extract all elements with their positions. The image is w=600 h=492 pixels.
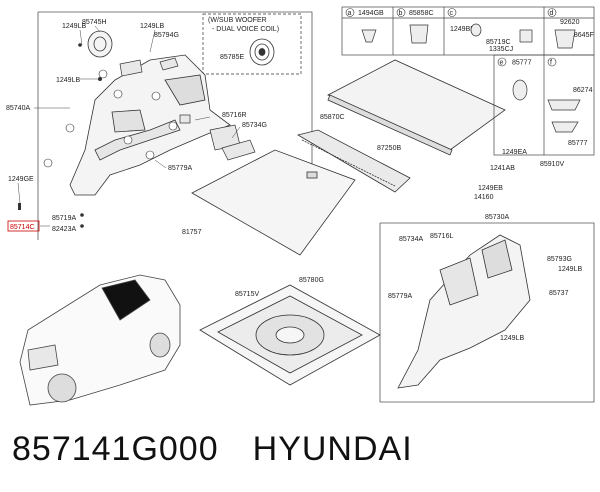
callout-85780G: 85780G <box>299 277 324 284</box>
highlight-box <box>7 220 40 232</box>
luggage-floor-board <box>191 149 356 256</box>
legend-b-code: 85858C <box>409 10 434 17</box>
legend-d-18645F: 18645F <box>570 32 594 39</box>
legend-c-1335CJ: 1335CJ <box>489 46 513 53</box>
rh-quarter-trim-panel <box>397 234 531 389</box>
quarter-trim-panel <box>69 54 231 196</box>
trim-clip-parts <box>119 57 256 161</box>
callout-1249LB-b: 1249LB <box>140 23 164 30</box>
panel-letter-c: c <box>450 10 454 17</box>
circle-markers-left <box>43 69 178 168</box>
callout-85716R: 85716R <box>222 112 247 119</box>
callout-1249GE: 1249GE <box>8 176 34 183</box>
callout-1241AB: 1241AB <box>490 165 515 172</box>
tailgate-sill-plate <box>296 129 411 193</box>
legend-part-icons <box>361 23 581 133</box>
legend-a-code: 1494GB <box>358 10 384 17</box>
legend-f-86274: 86274 <box>573 87 593 94</box>
part-footer: 857141G000 HYUNDAI <box>12 430 413 469</box>
callout-85716L: 85716L <box>430 233 453 240</box>
callout-14160: 14160 <box>474 194 494 201</box>
panel-letter-d: d <box>550 10 554 17</box>
callout-85745H: 85745H <box>82 19 107 26</box>
callout-1249LB-a: 1249LB <box>62 23 86 30</box>
callout-85714C: 85714C <box>10 224 35 231</box>
panel-letter-e: e <box>500 60 504 67</box>
legend-c-1249BD: 1249BD <box>450 26 475 33</box>
woofer-note-line1: (W/SUB WOOFER <box>208 17 267 24</box>
callout-85719A: 85719A <box>52 215 76 222</box>
panel-letter-a: a <box>348 10 352 17</box>
callout-85734A: 85734A <box>399 236 423 243</box>
callout-85779A-b: 85779A <box>388 293 412 300</box>
legend-grid <box>341 6 595 156</box>
brand-name: HYUNDAI <box>252 430 413 468</box>
part-number: 857141G000 <box>12 430 219 468</box>
legend-e-code: 85777 <box>512 60 532 67</box>
callout-85730A: 85730A <box>485 214 509 221</box>
callout-85785E: 85785E <box>220 54 244 61</box>
spare-tire-tray <box>199 284 381 386</box>
callout-85870C: 85870C <box>320 114 345 121</box>
callout-1249LB-c: 1249LB <box>56 77 80 84</box>
legend-f-85777: 85777 <box>568 140 588 147</box>
callout-82423A: 82423A <box>52 226 76 233</box>
callout-85793G: 85793G <box>547 256 572 263</box>
callout-87250B: 87250B <box>377 145 401 152</box>
callout-85740A: 85740A <box>6 105 30 112</box>
right-frame <box>379 222 595 403</box>
callout-85715V: 85715V <box>235 291 259 298</box>
callout-85794G: 85794G <box>154 32 179 39</box>
rear-speaker-icon <box>87 30 113 58</box>
legend-letter-markers <box>345 8 557 67</box>
fastener-icons <box>18 43 102 228</box>
woofer-box <box>202 13 302 75</box>
vehicle-silhouette <box>19 274 181 406</box>
callout-1249EB: 1249EB <box>478 185 503 192</box>
callout-85779A-a: 85779A <box>168 165 192 172</box>
main-frame <box>37 11 313 240</box>
legend-d-92620: 92620 <box>560 19 580 26</box>
panel-letter-b: b <box>399 10 403 17</box>
woofer-note-line2: - DUAL VOICE COIL) <box>212 26 279 33</box>
woofer-speaker-icon <box>249 38 275 66</box>
leader-lines-left <box>17 25 241 227</box>
callout-85910V: 85910V <box>540 161 564 168</box>
callout-1249LB-d: 1249LB <box>558 266 582 273</box>
callout-85737: 85737 <box>549 290 569 297</box>
panel-letter-f: f <box>550 60 552 67</box>
luggage-cover-screen <box>327 59 506 156</box>
callout-1249EA: 1249EA <box>502 149 527 156</box>
legend-c-85719C: 85719C <box>486 39 511 46</box>
callout-81757: 81757 <box>182 229 202 236</box>
callout-1249LB-e: 1249LB <box>500 335 524 342</box>
callout-85734G: 85734G <box>242 122 267 129</box>
